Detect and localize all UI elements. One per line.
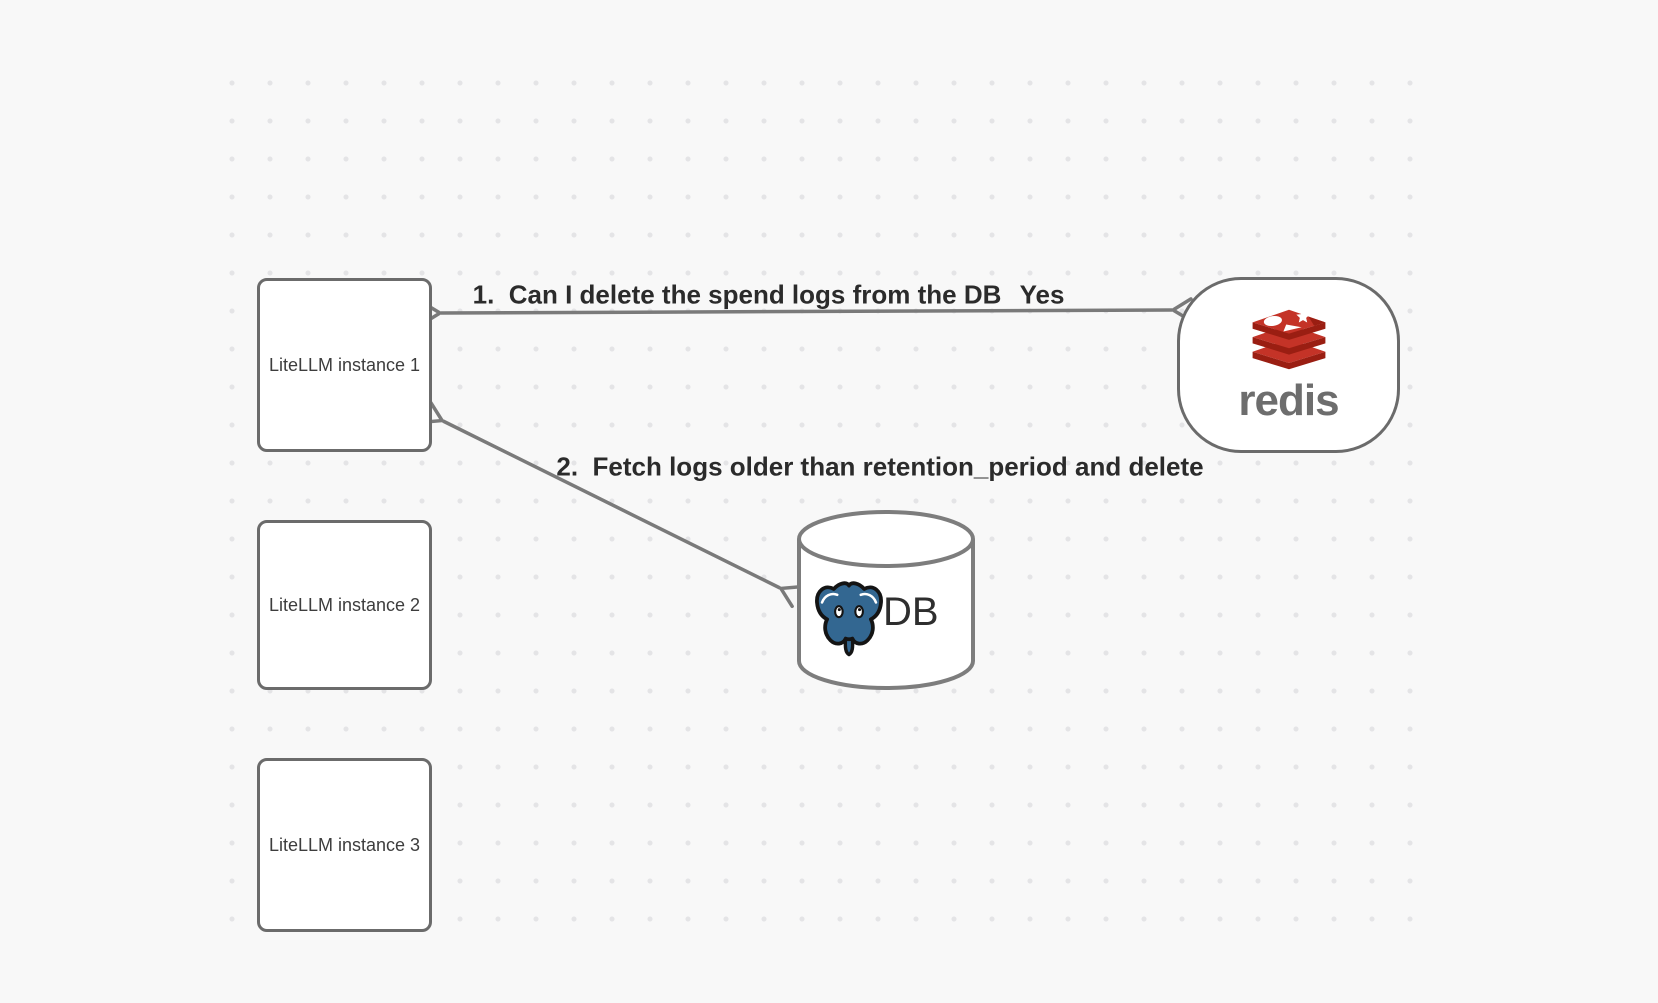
arrow1-answer-label: Yes	[1019, 279, 1065, 310]
arrow1-message-label: 1. Can I delete the spend logs from the …	[472, 279, 1002, 310]
database-cylinder-shape	[797, 510, 975, 690]
node-db[interactable]: DB	[795, 508, 977, 692]
arrow-instance1-db[interactable]	[419, 400, 804, 609]
redis-logo-icon	[1252, 309, 1325, 370]
node-label: LiteLLM instance 1	[268, 354, 421, 375]
redis-wordmark: redis	[1238, 376, 1339, 425]
postgresql-elephant-icon	[815, 581, 883, 657]
node-label: LiteLLM instance 3	[268, 834, 421, 855]
node-litellm-instance-2[interactable]: LiteLLM instance 2	[257, 520, 432, 690]
node-label: LiteLLM instance 2	[268, 594, 421, 615]
arrow2-message-label: 2. Fetch logs older than retention_perio…	[556, 451, 1204, 482]
node-litellm-instance-1[interactable]: LiteLLM instance 1	[257, 278, 432, 452]
node-litellm-instance-3[interactable]: LiteLLM instance 3	[257, 758, 432, 932]
node-redis[interactable]: redis	[1177, 277, 1400, 453]
db-node-label: DB	[883, 590, 939, 634]
arrow-instance1-redis[interactable]	[420, 297, 1193, 326]
